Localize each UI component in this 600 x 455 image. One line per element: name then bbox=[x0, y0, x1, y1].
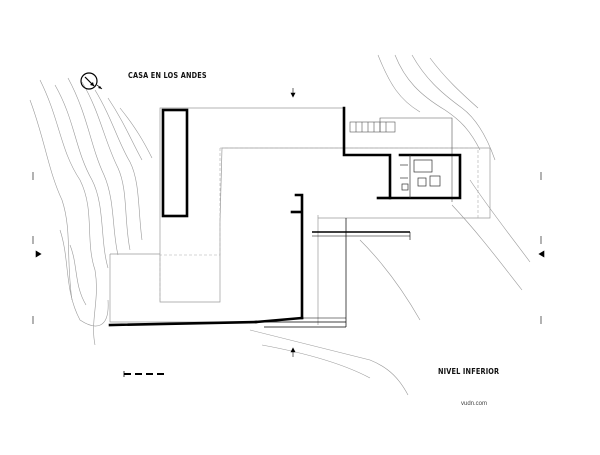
stair-element bbox=[349, 117, 453, 202]
credit-text: vudn.com bbox=[461, 401, 488, 407]
deck-lines bbox=[256, 218, 411, 328]
level-label: NIVEL INFERIOR bbox=[438, 367, 500, 376]
contour-lines bbox=[29, 54, 531, 396]
overhang-dashed bbox=[159, 147, 479, 302]
main-walls bbox=[108, 106, 462, 327]
project-title: CASA EN LOS ANDES bbox=[128, 71, 207, 80]
north-arrow-icon bbox=[80, 72, 103, 90]
wall-block bbox=[161, 108, 189, 218]
section-marker-icon bbox=[32, 88, 545, 357]
scale-bar-icon bbox=[123, 371, 166, 377]
bathroom-fixtures bbox=[400, 155, 441, 198]
